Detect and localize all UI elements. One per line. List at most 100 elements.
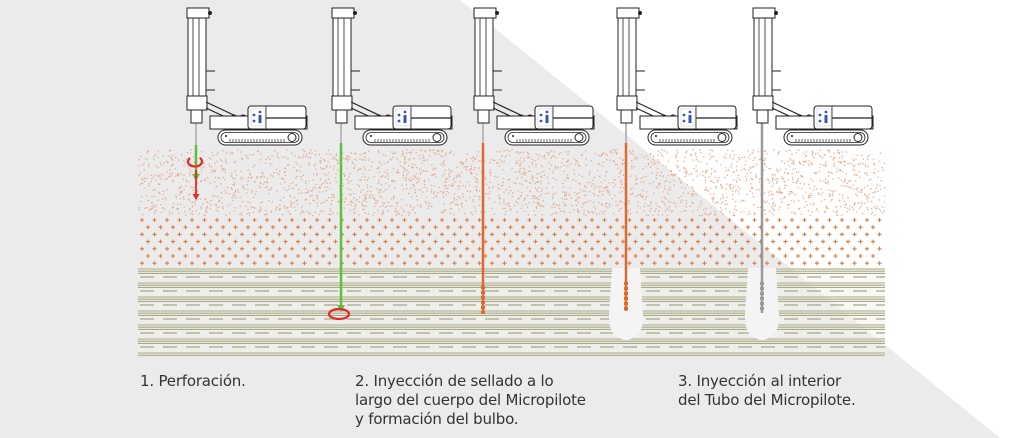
logo-dot <box>397 119 401 123</box>
track-bolt <box>225 135 227 137</box>
rotary-head <box>752 95 774 111</box>
track-bolt <box>370 135 372 137</box>
logo-bar <box>545 115 549 123</box>
grout-port <box>481 311 485 314</box>
tube-port <box>760 282 764 285</box>
mast-pulley <box>353 11 357 15</box>
caption-step-1: 1. Perforación. <box>140 372 246 391</box>
track-wheel <box>853 133 863 142</box>
tube-port <box>760 307 764 310</box>
grout-port <box>624 307 628 310</box>
logo-bar <box>824 115 828 123</box>
caption-line: del Tubo del Micropilote. <box>678 391 856 409</box>
mast-pulley <box>495 11 499 15</box>
track-bolt <box>791 135 793 137</box>
grout-port <box>624 292 628 295</box>
sand-speckles <box>138 149 885 217</box>
track-bolt <box>655 135 657 137</box>
mast <box>617 13 637 99</box>
logo-bar <box>403 115 407 123</box>
logo-dot <box>545 110 549 114</box>
logo-dot <box>682 119 686 123</box>
mast-pulley <box>774 11 778 15</box>
drill-chuck <box>335 109 348 124</box>
track-inner <box>650 132 730 143</box>
caption-line: 3. Inyección al interior <box>678 372 842 390</box>
drill-rigs <box>186 7 874 146</box>
mast <box>753 13 773 99</box>
track-bolt <box>512 135 514 137</box>
brand-logo-icon <box>395 108 411 127</box>
caption-step-2: 2. Inyección de sellado a lo largo del c… <box>355 372 586 429</box>
track-links <box>659 139 715 142</box>
track-inner <box>365 132 445 143</box>
drill-chuck <box>477 109 490 124</box>
logo-dot <box>824 110 828 114</box>
track-links <box>516 139 572 142</box>
drill-rig-5 <box>752 7 874 146</box>
mast-pulley <box>208 11 212 15</box>
grout-port <box>624 282 628 285</box>
grout-port <box>481 306 485 309</box>
drill-rig-4 <box>616 7 738 146</box>
grout-port <box>481 296 485 299</box>
logo-dot <box>539 119 543 123</box>
logo-box <box>816 108 832 127</box>
mast <box>187 13 207 99</box>
logo-dot <box>403 110 407 114</box>
mast-head <box>473 7 497 19</box>
rotary-head <box>616 95 638 111</box>
tube-port <box>760 302 764 305</box>
logo-dot <box>682 113 686 117</box>
mast <box>332 13 352 99</box>
pile-rods <box>186 122 764 321</box>
mast-head <box>616 7 640 19</box>
drill-chuck <box>620 109 633 124</box>
rotary-head <box>331 95 353 111</box>
logo-box <box>537 108 553 127</box>
tube-port <box>760 297 764 300</box>
drill-chuck <box>190 109 203 124</box>
logo-bar <box>688 115 692 123</box>
brand-logo-icon <box>250 108 266 127</box>
track-wheel <box>717 133 727 142</box>
logo-dot <box>818 119 822 123</box>
track-wheel <box>287 133 297 142</box>
logo-dot <box>397 113 401 117</box>
logo-dot <box>252 119 256 123</box>
soil-layer-middle-gravel <box>140 218 882 266</box>
logo-dot <box>258 110 262 114</box>
drill-chuck <box>756 109 769 124</box>
grout-port <box>481 291 485 294</box>
mast-head <box>752 7 776 19</box>
grout-port <box>624 297 628 300</box>
soil-profile <box>138 149 885 357</box>
logo-bar <box>258 115 262 123</box>
caption-line: 2. Inyección de sellado a lo <box>355 372 554 390</box>
track-links <box>229 139 285 142</box>
rotation-arrow-icon <box>186 157 204 168</box>
track-links <box>374 139 430 142</box>
rotation-arrow-icon <box>327 307 351 321</box>
grout-port <box>624 287 628 290</box>
caption-line: y formación del bulbo. <box>355 410 519 428</box>
brand-logo-icon <box>680 108 696 127</box>
brand-logo-icon <box>816 108 832 127</box>
rotary-head <box>186 95 208 111</box>
logo-dot <box>818 113 822 117</box>
grout-port <box>624 302 628 305</box>
tube-port <box>760 292 764 295</box>
tube-port <box>760 287 764 290</box>
track-wheel <box>432 133 442 142</box>
rotary-head <box>473 95 495 111</box>
logo-box <box>250 108 266 127</box>
caption-step-3: 3. Inyección al interior del Tubo del Mi… <box>678 372 856 410</box>
track-wheel <box>574 133 584 142</box>
drill-rig-1 <box>186 7 308 146</box>
track-inner <box>220 132 300 143</box>
soil-layer-upper-sand <box>138 149 885 217</box>
caption-line: largo del cuerpo del Micropilote <box>355 391 586 409</box>
track-inner <box>786 132 866 143</box>
advance-arrow-head <box>192 194 200 200</box>
